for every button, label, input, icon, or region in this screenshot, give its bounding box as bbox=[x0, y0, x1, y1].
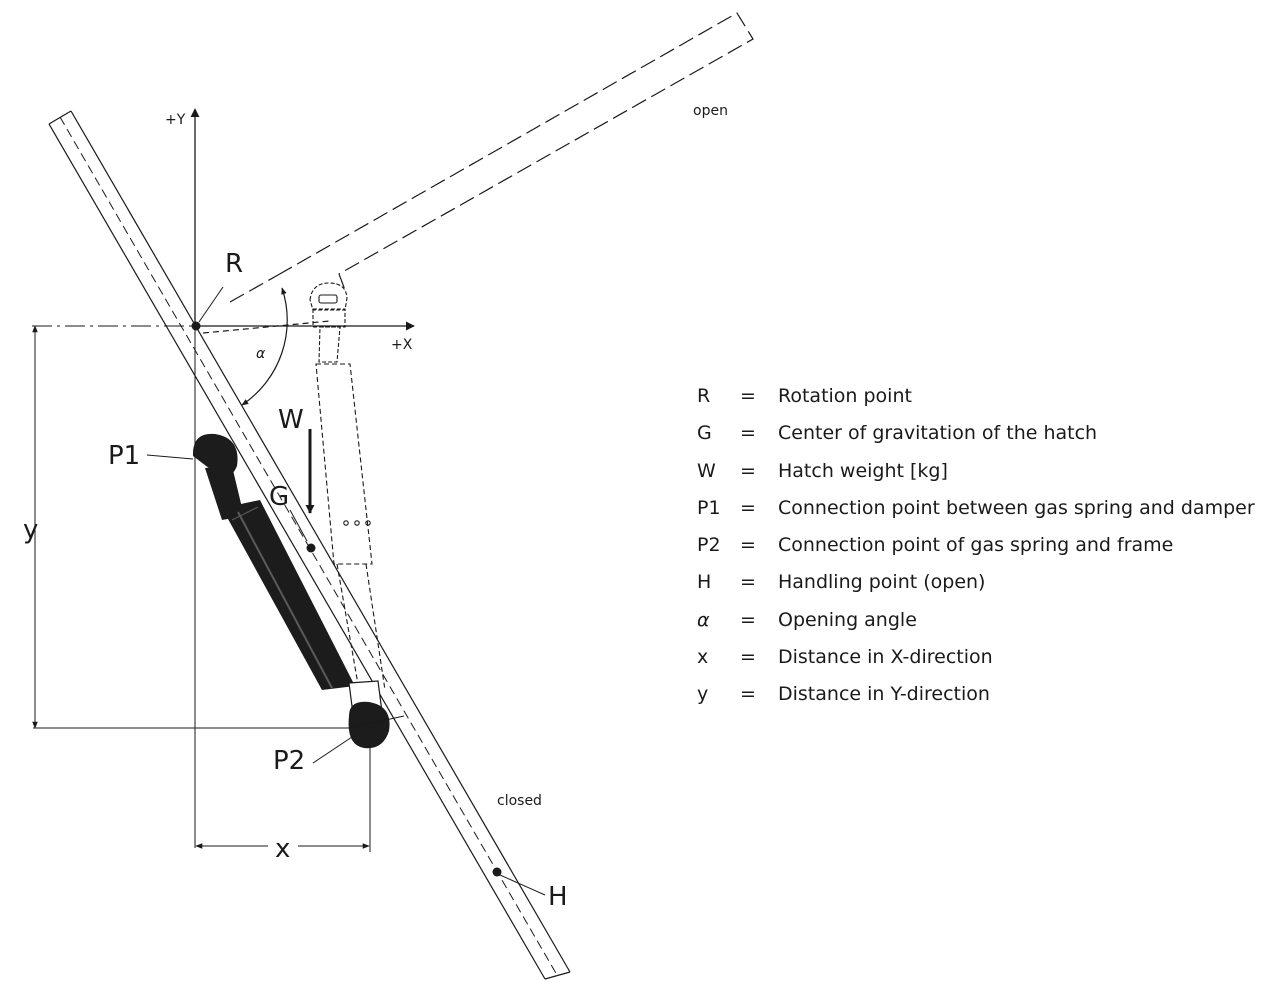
legend-symbol: R bbox=[697, 385, 711, 407]
legend-description: Handling point (open) bbox=[778, 571, 986, 594]
legend-description: Hatch weight [kg] bbox=[778, 459, 948, 482]
rotation-leader bbox=[198, 286, 224, 323]
axes bbox=[190, 108, 415, 848]
plus-y-label: +Y bbox=[165, 112, 186, 128]
rotation-label: R bbox=[225, 249, 243, 279]
legend-equals: = bbox=[740, 496, 756, 519]
legend-description: Distance in X-direction bbox=[778, 646, 993, 669]
gas-spring-closed-position bbox=[192, 433, 405, 749]
legend-description: Connection point between gas spring and … bbox=[778, 496, 1255, 519]
gas-spring-open-position bbox=[309, 282, 386, 691]
legend-equals: = bbox=[740, 385, 756, 407]
legend-symbol: P2 bbox=[697, 534, 721, 557]
rotation-point bbox=[191, 321, 201, 331]
weight-label: W bbox=[278, 405, 304, 435]
p2-leader bbox=[312, 736, 353, 764]
legend-equals: = bbox=[740, 534, 756, 557]
legend-symbol: y bbox=[697, 683, 709, 706]
x-dimension-label: x bbox=[275, 834, 290, 864]
gravity-point bbox=[306, 543, 316, 553]
dimension-x bbox=[195, 743, 371, 852]
legend-equals: = bbox=[740, 459, 756, 482]
p1-label: P1 bbox=[108, 441, 140, 471]
gravity-label: G bbox=[269, 482, 289, 512]
dimension-y bbox=[32, 325, 355, 729]
legend-symbol: P1 bbox=[697, 496, 721, 519]
legend-equals: = bbox=[740, 646, 756, 669]
gravity-leader bbox=[289, 509, 308, 542]
p1-leader bbox=[146, 454, 194, 460]
handling-label: H bbox=[548, 882, 568, 912]
legend-description: Center of gravitation of the hatch bbox=[778, 422, 1098, 445]
legend-description: Distance in Y-direction bbox=[778, 683, 990, 706]
legend-description: Rotation point bbox=[778, 385, 912, 407]
legend-description: Opening angle bbox=[778, 608, 917, 631]
legend-equals: = bbox=[740, 683, 756, 706]
legend-equals: = bbox=[740, 571, 756, 594]
handling-leader bbox=[499, 874, 546, 896]
angle-label: α bbox=[256, 346, 266, 362]
legend-description: Connection point of gas spring and frame bbox=[778, 534, 1174, 557]
open-hatch bbox=[202, 12, 754, 334]
angle-arc bbox=[241, 287, 288, 406]
legend-symbol: α bbox=[697, 608, 710, 631]
legend-equals: = bbox=[740, 608, 756, 631]
legend-symbol: G bbox=[697, 422, 712, 445]
p2-label: P2 bbox=[273, 746, 305, 776]
y-dimension-label: y bbox=[23, 515, 38, 545]
closed-label: closed bbox=[497, 793, 542, 809]
legend-equals: = bbox=[740, 422, 756, 445]
legend-symbol: W bbox=[697, 459, 716, 482]
legend-symbol: x bbox=[697, 646, 709, 669]
legend-symbol: H bbox=[697, 571, 712, 594]
handling-point bbox=[492, 867, 502, 877]
plus-x-label: +X bbox=[391, 337, 413, 353]
open-label: open bbox=[693, 103, 728, 119]
